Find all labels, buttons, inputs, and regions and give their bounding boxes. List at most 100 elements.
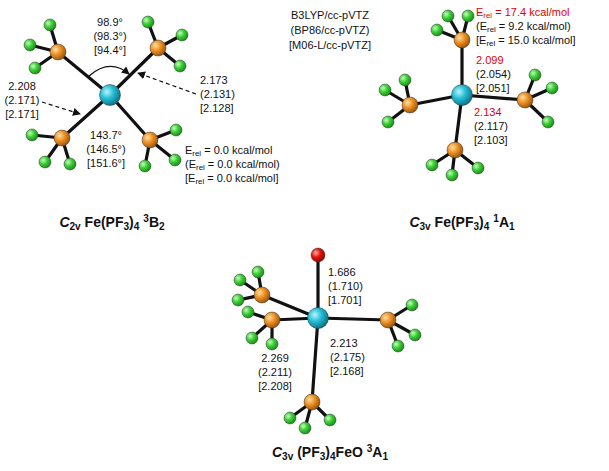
fluorine-atom [44, 19, 56, 31]
fluorine-atom [472, 162, 484, 174]
leader-arrow [42, 102, 80, 114]
bond-length: (2.131) [200, 88, 235, 101]
phosphorus-atom [142, 132, 158, 148]
fluorine-atom [176, 29, 188, 41]
bond-length: (2.171) [5, 94, 40, 107]
fluorine-atom [242, 306, 254, 318]
angle-value: (146.5°) [86, 143, 125, 156]
oxygen-atom [311, 248, 325, 262]
angle-arc [89, 66, 129, 76]
fluorine-atom [234, 274, 246, 286]
point-group-letter: C [409, 214, 419, 230]
relative-energy: (Erel = 0.0 kcal/mol) [185, 158, 280, 171]
fluorine-atom [299, 422, 311, 434]
fluorine-atom [529, 69, 541, 81]
superscript: 1 [493, 213, 499, 224]
fluorine-atom [139, 160, 151, 172]
bond-length: 2.269 [261, 352, 289, 365]
fluorine-atom [169, 154, 181, 166]
relative-energy: Erel = 17.4 kcal/mol [476, 6, 569, 19]
bond-length: [2.208] [258, 380, 292, 393]
fluorine-atom [142, 16, 154, 28]
fluorine-atom [406, 299, 418, 311]
angle-value: 98.9° [97, 16, 123, 29]
method-label: B3LYP/cc-pVTZ [291, 9, 369, 22]
fluorine-atom [26, 129, 38, 141]
fluorine-atom [232, 294, 244, 306]
fluorine-atom [246, 332, 258, 344]
iron-atom [100, 85, 121, 106]
fluorine-atom [446, 169, 458, 181]
subscript: 1 [509, 220, 515, 231]
method-label: (BP86/cc-pVTZ) [291, 24, 370, 37]
phosphorus-atom [254, 287, 270, 303]
bond-length: (2.175) [330, 351, 365, 364]
fluorine-atom [409, 329, 421, 341]
superscript: 3 [367, 443, 373, 454]
phosphorus-atom [380, 312, 396, 328]
subscript: 4 [134, 220, 140, 231]
phosphorus-atom [454, 32, 470, 48]
bond-length: (1.710) [328, 280, 363, 293]
phosphorus-atom [304, 394, 320, 410]
fluorine-atom [442, 10, 454, 22]
structure-title: C2v Fe(PF3)4 3B2 [59, 214, 164, 231]
point-group-letter: C [59, 214, 69, 230]
relative-energy: (Erel = 9.2 kcal/mol) [476, 20, 571, 33]
fluorine-atom [29, 62, 41, 74]
bond-group [30, 16, 552, 428]
fluorine-atom [546, 82, 558, 94]
fluorine-atom [324, 414, 336, 426]
leader-arrow [138, 73, 196, 94]
bond-length: 2.173 [200, 74, 228, 87]
structure-title: C3v (PF3)4FeO 3A1 [272, 444, 388, 461]
bond-length: [2.171] [5, 108, 39, 121]
fluorine-atom [392, 340, 404, 352]
fluorine-atom [462, 10, 474, 22]
subscript: 3v [420, 220, 431, 231]
bond-length: [2.168] [330, 365, 364, 378]
fluorine-atom [170, 124, 182, 136]
fluorine-atom [426, 159, 438, 171]
bond-stick [312, 318, 318, 402]
angle-value: [151.6°] [87, 157, 125, 170]
point-group-letter: C [272, 444, 282, 460]
subscript: 4 [484, 220, 490, 231]
method-label: [M06-L/cc-pVTZ] [289, 39, 371, 52]
fluorine-atom [379, 84, 391, 96]
subscript: 2 [159, 220, 165, 231]
angle-value: [94.4°] [94, 44, 126, 57]
subscript: rel [196, 162, 205, 171]
subscript: 3v [282, 450, 293, 461]
angle-value: 143.7° [90, 129, 122, 142]
subscript: 4 [330, 450, 336, 461]
subscript: 3 [124, 220, 130, 231]
bond-length: [2.051] [476, 82, 510, 95]
fluorine-atom [174, 60, 186, 72]
bond-length: 2.099 [476, 54, 504, 67]
subscript: 3 [474, 220, 480, 231]
bond-length: 1.686 [328, 266, 356, 279]
relative-energy: [Erel = 0.0 kcal/mol] [185, 172, 279, 185]
phosphorus-atom [517, 92, 533, 108]
subscript: 2v [70, 220, 81, 231]
fluorine-atom [431, 24, 443, 36]
bond-length: 2.208 [8, 80, 36, 93]
relative-energy: [Erel = 15.0 kcal/mol] [476, 34, 576, 47]
fluorine-atom [382, 116, 394, 128]
bond-length: [2.128] [200, 102, 234, 115]
structure-title: C3v Fe(PF3)4 1A1 [409, 214, 514, 231]
fluorine-atom [24, 39, 36, 51]
relative-energy: Erel = 0.0 kcal/mol [185, 144, 272, 157]
fluorine-atom [542, 116, 554, 128]
bond-length: (2.117) [474, 120, 508, 133]
angle-value: (98.3°) [93, 30, 126, 43]
atom-group [24, 10, 558, 434]
bond-length: 2.134 [474, 106, 502, 119]
fluorine-atom [284, 412, 296, 424]
phosphorus-atom [264, 312, 280, 328]
iron-atom [452, 85, 473, 106]
subscript: 3 [320, 450, 326, 461]
